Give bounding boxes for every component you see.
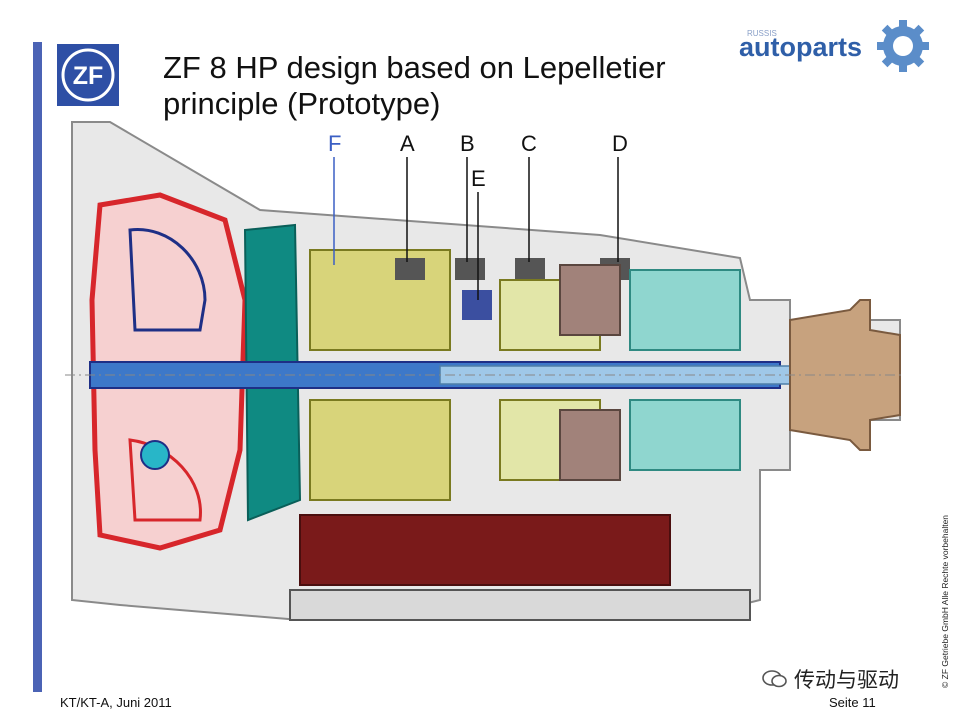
gear-icon [877, 20, 929, 72]
converter-turbine [128, 228, 207, 332]
planetary-set-upper [309, 249, 451, 351]
oil-pan [289, 589, 751, 621]
shift-element-b-upper [455, 258, 485, 280]
wechat-watermark: 传动与驱动 [762, 664, 899, 694]
label-b: B [460, 131, 475, 156]
gearset-rear-lower [629, 399, 741, 471]
label-e: E [471, 166, 486, 191]
svg-text:autoparts: autoparts [739, 32, 862, 62]
label-d: D [612, 131, 628, 156]
label-f: F [328, 131, 342, 156]
planetary-set-lower [309, 399, 451, 501]
converter-damper [140, 440, 170, 470]
left-accent-bar [33, 42, 42, 692]
copyright-vertical: © ZF Getriebe GmbH Alle Rechte vorbehalt… [940, 514, 950, 688]
shift-element-e-upper [462, 290, 492, 320]
title-line-1: ZF 8 HP design based on Lepelletier [163, 50, 666, 85]
footer-left: KT/KT-A, Juni 2011 [60, 695, 172, 710]
gearset-rear-upper [629, 269, 741, 351]
title-line-2: principle (Prototype) [163, 86, 441, 121]
hydraulic-brown-lower [559, 409, 621, 481]
page-number: Seite 11 [829, 695, 876, 710]
slide-title: ZF 8 HP design based on Lepelletier prin… [163, 50, 743, 122]
shift-element-c-upper [515, 258, 545, 280]
shift-element-a-upper [395, 258, 425, 280]
wechat-icon [762, 670, 787, 688]
label-c: C [521, 131, 537, 156]
label-a: A [400, 131, 415, 156]
wechat-text: 传动与驱动 [794, 669, 899, 692]
zf-logo: ZF [57, 44, 119, 106]
svg-text:RUSSIS: RUSSIS [747, 29, 777, 38]
svg-text:ZF: ZF [73, 62, 104, 90]
autoparts-logo: RUSSIS autoparts [735, 16, 945, 80]
transmission-cutaway-diagram [65, 121, 905, 622]
valve-body [299, 514, 671, 586]
hydraulic-brown-upper [559, 264, 621, 336]
